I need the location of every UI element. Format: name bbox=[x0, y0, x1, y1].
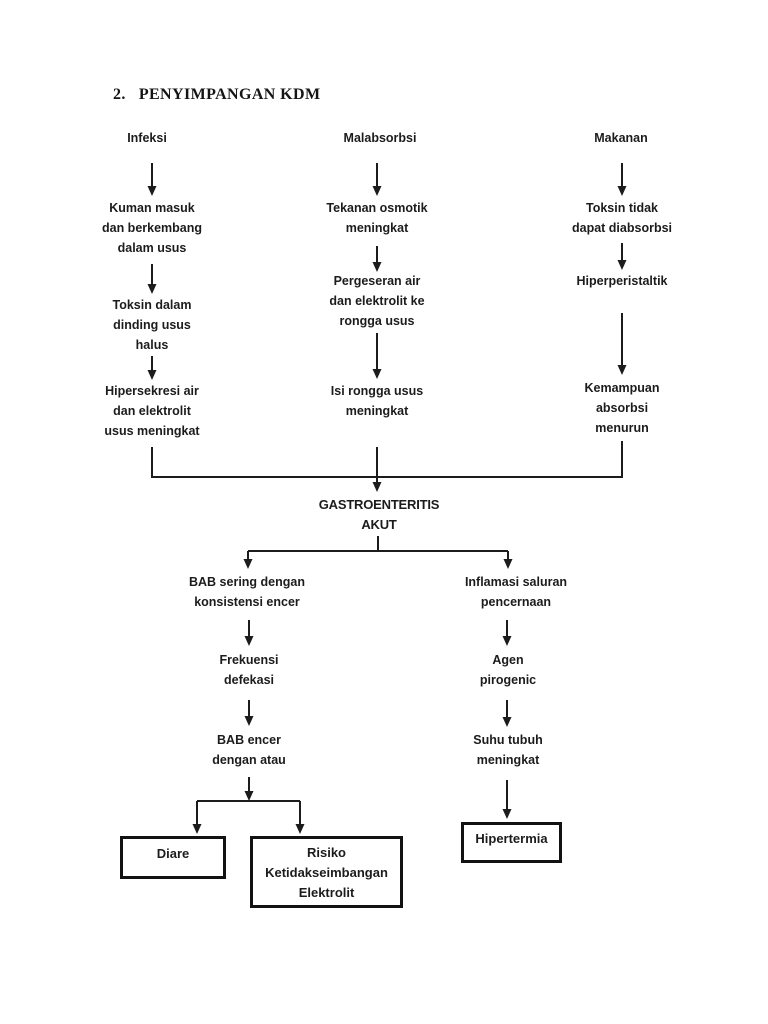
node-infeksi: Infeksi bbox=[127, 131, 167, 145]
node-malabsorbsi: Malabsorbsi bbox=[343, 131, 417, 145]
arrow-infeksi-to-kuman-masuk bbox=[147, 163, 157, 196]
node-agen-pirogenic: Agen pirogenic bbox=[479, 653, 537, 687]
node-makanan: Makanan bbox=[594, 131, 648, 145]
node-frekuensi-defekasi: Frekuensi defekasi bbox=[219, 653, 279, 687]
page-title: 2. PENYIMPANGAN KDM bbox=[113, 86, 320, 104]
arrow-tekanan-to-pergeseran bbox=[372, 246, 382, 272]
node-kuman-masuk: Kuman masuk dan berkembang dalam usus bbox=[101, 201, 203, 255]
arrow-split-to-diare bbox=[192, 801, 202, 834]
arrow-toksin-tidak-to-hiperperistaltik bbox=[617, 243, 627, 270]
node-kemampuan-absorbsi: Kemampuan absorbsi menurun bbox=[584, 381, 660, 435]
node-inflamasi: Inflamasi saluran pencernaan bbox=[464, 575, 568, 609]
node-box-risiko-ketidakseimbangan-elektrolit: Risiko Ketidakseimbangan Elektrolit bbox=[250, 836, 403, 908]
node-gastroenteritis-akut: GASTROENTERITIS AKUT bbox=[318, 497, 440, 532]
connector-convergence-bracket bbox=[151, 441, 623, 478]
node-suhu-tubuh: Suhu tubuh meningkat bbox=[473, 733, 543, 767]
arrow-split-to-inflamasi bbox=[503, 551, 513, 569]
node-tekanan-osmotik: Tekanan osmotik meningkat bbox=[326, 201, 428, 235]
arrow-toksin-dalam-to-hipersekresi bbox=[147, 356, 157, 380]
node-pergeseran-air: Pergeseran air dan elektrolit ke rongga … bbox=[329, 274, 425, 328]
node-hiperperistaltik: Hiperperistaltik bbox=[576, 274, 668, 288]
arrow-malabsorbsi-to-tekanan bbox=[372, 163, 382, 196]
arrow-suhu-to-hipertermia bbox=[502, 780, 512, 819]
node-isi-rongga: Isi rongga usus meningkat bbox=[330, 384, 424, 418]
arrow-split-to-risiko bbox=[295, 801, 305, 834]
arrow-hiperperistaltik-to-kemampuan bbox=[617, 313, 627, 375]
node-toksin-dalam: Toksin dalam dinding usus halus bbox=[112, 298, 192, 352]
connector-gastro-split-bracket bbox=[248, 536, 508, 552]
node-bab-encer: BAB encer dengan atau bbox=[212, 733, 286, 767]
arrow-kuman-to-toksin-dalam bbox=[147, 264, 157, 294]
node-hipersekresi: Hipersekresi air dan elektrolit usus men… bbox=[104, 384, 200, 438]
heading-number: 2. bbox=[113, 86, 126, 103]
node-bab-sering: BAB sering dengan konsistensi encer bbox=[189, 575, 305, 609]
arrow-makanan-to-toksin-tidak bbox=[617, 163, 627, 196]
arrow-inflamasi-to-agen bbox=[502, 620, 512, 646]
arrow-bab-encer-to-split bbox=[244, 777, 254, 801]
arrow-pergeseran-to-isi-rongga bbox=[372, 333, 382, 379]
node-box-hipertermia: Hipertermia bbox=[461, 822, 562, 863]
arrow-into-gastroenteritis bbox=[372, 447, 382, 492]
arrow-agen-to-suhu bbox=[502, 700, 512, 727]
arrow-split-to-bab-sering bbox=[243, 551, 253, 569]
node-toksin-tidak: Toksin tidak dapat diabsorbsi bbox=[571, 201, 673, 235]
node-box-diare: Diare bbox=[120, 836, 226, 879]
heading-text: PENYIMPANGAN KDM bbox=[138, 86, 321, 103]
arrow-bab-sering-to-frekuensi bbox=[244, 620, 254, 646]
arrow-frekuensi-to-bab-encer bbox=[244, 700, 254, 726]
